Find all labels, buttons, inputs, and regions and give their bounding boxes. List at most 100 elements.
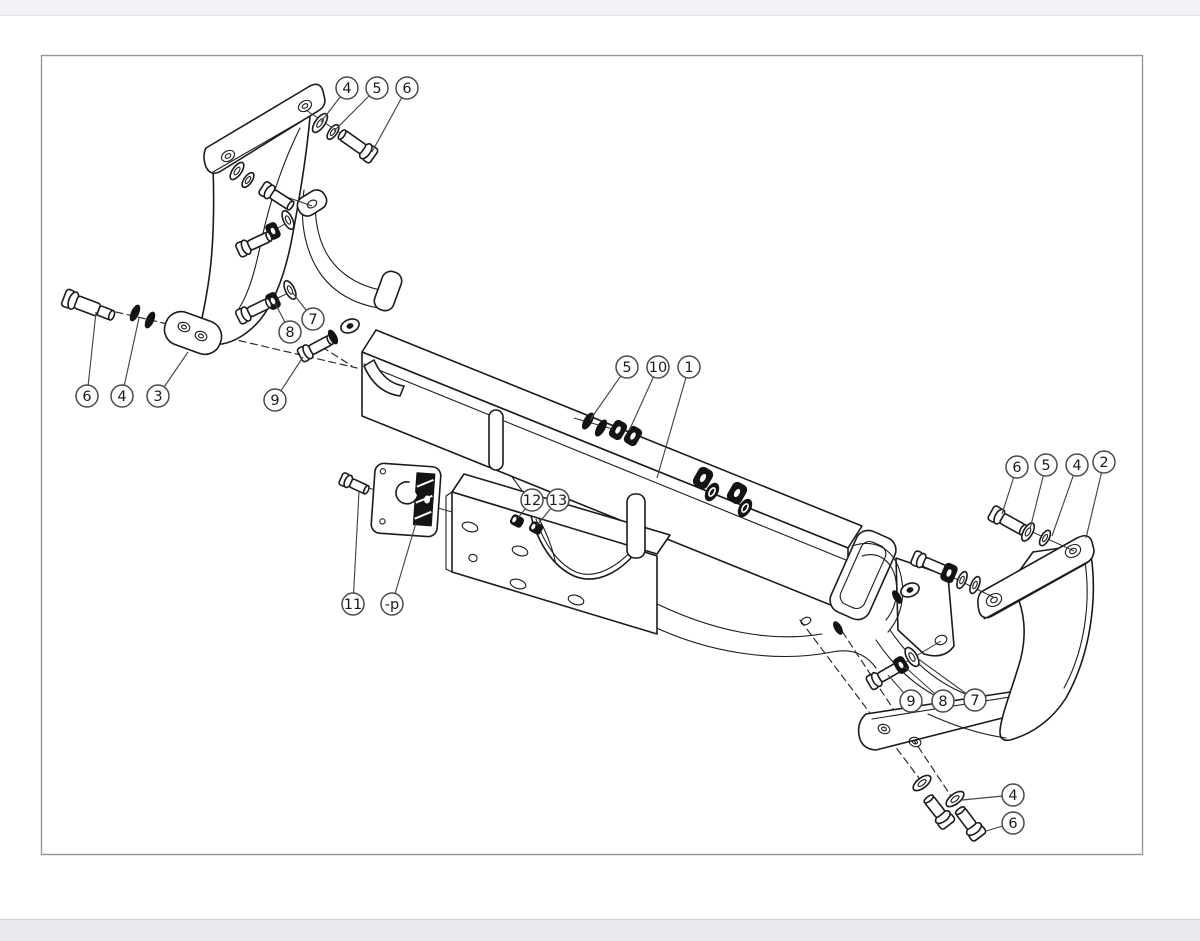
callout-4-right: 4 bbox=[1051, 453, 1089, 537]
callout-8-left: 8 bbox=[274, 302, 302, 344]
bolt-bottom-a bbox=[923, 794, 956, 830]
part-2-right-bracket bbox=[927, 534, 1095, 742]
part-3-top-arm bbox=[203, 83, 326, 175]
callout-4-topleft-balloon bbox=[335, 76, 359, 100]
callout-7-bottom-label: 7 bbox=[970, 693, 979, 709]
callout-4-bottom-label: 4 bbox=[1008, 788, 1017, 804]
axis-dashed-bottom-a bbox=[799, 619, 923, 783]
bolt-upper-right bbox=[910, 550, 950, 577]
part-2-top-arm bbox=[977, 534, 1095, 619]
callout-4-right-leader bbox=[1051, 464, 1078, 537]
callout-6-topleft-label: 6 bbox=[402, 81, 411, 97]
callout-10: 10 bbox=[628, 355, 670, 432]
callout-9-left: 9 bbox=[263, 356, 304, 412]
callout-7-left-label: 7 bbox=[308, 312, 317, 328]
socket-cutout bbox=[395, 481, 419, 505]
callout-4-left-balloon bbox=[110, 384, 134, 408]
top-chrome-bar bbox=[0, 0, 1200, 15]
bolt-9-left bbox=[296, 334, 334, 363]
callout-1-label: 1 bbox=[684, 360, 693, 376]
callout-2-label: 2 bbox=[1099, 455, 1108, 471]
callout-3-balloon bbox=[146, 384, 170, 408]
bolt-6-right bbox=[987, 505, 1028, 536]
callout-6-left-balloon bbox=[75, 384, 99, 408]
fasteners bbox=[60, 112, 1052, 842]
bolt-part3-mid bbox=[235, 231, 273, 258]
diagram-line-art bbox=[60, 83, 1095, 842]
callout-12-label: 12 bbox=[523, 493, 541, 509]
callout-6-topleft-balloon bbox=[395, 76, 419, 100]
bottom-chrome-bar bbox=[0, 920, 1200, 941]
callout-2-balloon bbox=[1092, 450, 1116, 474]
callout-10-label: 10 bbox=[649, 360, 667, 376]
callout-9-bottom: 9 bbox=[887, 674, 923, 713]
callout-6-right: 6 bbox=[1001, 455, 1029, 515]
callout-5-right-label: 5 bbox=[1041, 458, 1050, 474]
callout-7-bottom-balloon bbox=[963, 688, 987, 712]
callout-8-bottom: 8 bbox=[904, 666, 955, 713]
bolt-6-bottom bbox=[954, 806, 987, 842]
callout-9-bottom-label: 9 bbox=[906, 694, 915, 710]
washer-on-beam-left bbox=[340, 318, 360, 334]
callout-5-mid: 5 bbox=[589, 355, 639, 421]
bolt-11 bbox=[338, 472, 370, 495]
callout-p-label: -p bbox=[385, 597, 399, 613]
callout-9-left-label: 9 bbox=[270, 393, 279, 409]
callout-5-mid-balloon bbox=[615, 355, 639, 379]
callout-5-right-balloon bbox=[1034, 453, 1058, 477]
callout-4-left: 4 bbox=[110, 317, 140, 408]
part-3-left-bracket bbox=[163, 83, 405, 397]
callout-11-label: 11 bbox=[344, 597, 362, 613]
part-3-foot-plate bbox=[163, 310, 223, 356]
bracket-tab-right bbox=[626, 493, 646, 559]
callout-p: -p bbox=[380, 522, 417, 616]
callout-5-topleft-balloon bbox=[365, 76, 389, 100]
part-p-electrics-plate bbox=[343, 462, 453, 538]
callout-6-right-balloon bbox=[1005, 455, 1029, 479]
rear-member-curve-3 bbox=[649, 624, 877, 669]
callout-10-balloon bbox=[646, 355, 670, 379]
callout-6-topleft-leader bbox=[371, 87, 408, 153]
callout-6-bottom-label: 6 bbox=[1008, 816, 1017, 832]
axis-dashed-bolt9 bbox=[321, 346, 353, 367]
callout-6-bottom: 6 bbox=[985, 811, 1025, 835]
callout-12-balloon bbox=[520, 488, 544, 512]
axis-dashed-left bbox=[115, 311, 358, 369]
callout-13: 13 bbox=[536, 488, 570, 526]
callout-13-label: 13 bbox=[549, 493, 567, 509]
callout-9-bottom-balloon bbox=[899, 689, 923, 713]
rear-member-curve-2 bbox=[644, 597, 823, 638]
bolt-13 bbox=[528, 521, 544, 535]
callout-5-topleft-label: 5 bbox=[372, 81, 381, 97]
callout-8-left-label: 8 bbox=[285, 325, 294, 341]
callout-7-left-balloon bbox=[301, 307, 325, 331]
callout-4-right-label: 4 bbox=[1072, 458, 1081, 474]
bolt-part3-upper bbox=[258, 181, 295, 211]
bolt-6-topleft bbox=[337, 129, 379, 164]
callout-p-balloon bbox=[380, 592, 404, 616]
callout-p-leader bbox=[391, 522, 417, 605]
callout-11-leader bbox=[352, 491, 360, 605]
callout-4-left-leader bbox=[121, 317, 140, 397]
bolt-part3-lower bbox=[234, 297, 273, 325]
callout-7-left: 7 bbox=[291, 291, 325, 331]
callout-3-label: 3 bbox=[153, 389, 162, 405]
callout-1-leader bbox=[656, 366, 690, 479]
callout-6-left-label: 6 bbox=[82, 389, 91, 405]
bolt-12 bbox=[509, 514, 525, 528]
callout-7-bottom-leader bbox=[916, 657, 976, 701]
callout-6-right-label: 6 bbox=[1012, 460, 1021, 476]
callout-1: 1 bbox=[656, 355, 701, 479]
callout-3: 3 bbox=[146, 351, 189, 408]
axis-dashed-bottom-b bbox=[835, 621, 952, 797]
callout-4-left-label: 4 bbox=[117, 389, 126, 405]
callout-2-leader bbox=[1085, 461, 1105, 539]
callout-4-bottom: 4 bbox=[961, 783, 1025, 807]
callout-8-bottom-label: 8 bbox=[938, 694, 947, 710]
bolt-6-left bbox=[60, 288, 116, 321]
washer-on-bracket-right bbox=[900, 582, 920, 598]
callout-2: 2 bbox=[1085, 450, 1116, 539]
callout-11: 11 bbox=[341, 491, 365, 616]
